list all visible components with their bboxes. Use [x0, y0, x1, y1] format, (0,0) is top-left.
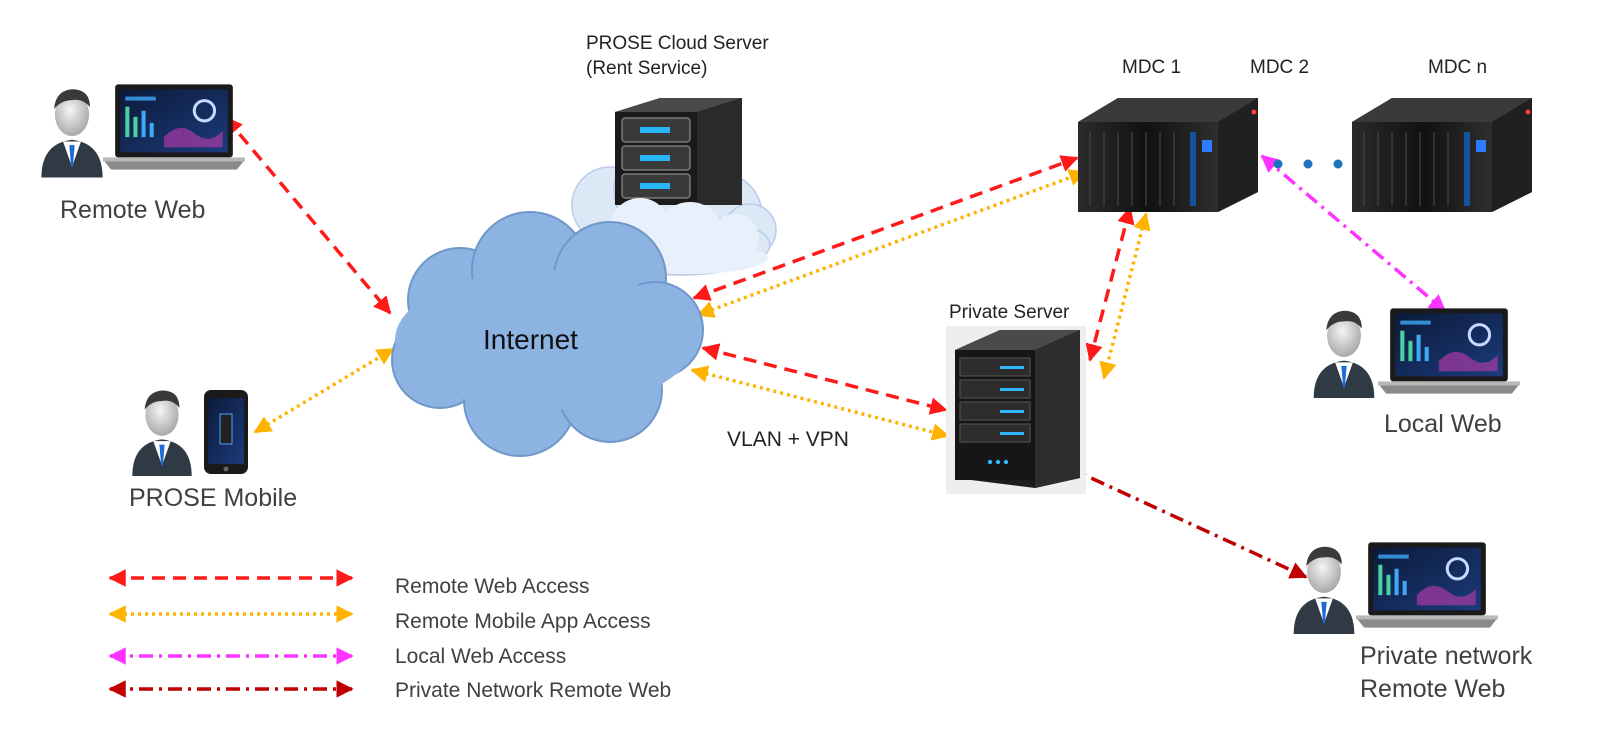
private-server-label: Private Server	[949, 302, 1070, 323]
link-remote-web	[224, 116, 392, 315]
cloud-server-label-line2: (Rent Service)	[586, 58, 708, 79]
mdc1-label: MDC 1	[1122, 57, 1182, 78]
mdc1-icon	[1078, 97, 1258, 212]
legend-label-mobile-app: Remote Mobile App Access	[395, 610, 651, 633]
legend-label-local-web: Local Web Access	[395, 645, 567, 668]
local-web-label: Local Web	[1384, 410, 1502, 438]
remote-web-label: Remote Web	[60, 196, 206, 224]
private-server-icon	[946, 326, 1086, 494]
link-internet-mdc-yellow	[696, 169, 1087, 318]
remote-web-icon	[41, 82, 245, 178]
link-mobile	[253, 347, 395, 434]
ellipsis-dots	[1273, 159, 1343, 169]
link-local-web	[1260, 154, 1447, 313]
link-mdc-private-red	[1085, 206, 1135, 362]
cloud-server-icon	[571, 98, 777, 276]
legend-lines	[108, 569, 354, 698]
private-remote-label-line2: Remote Web	[1360, 675, 1506, 703]
link-internet-private-red	[701, 343, 948, 415]
prose-mobile-label: PROSE Mobile	[129, 484, 298, 512]
link-private-remote	[1063, 464, 1308, 579]
cloud-server-label-line1: PROSE Cloud Server	[586, 33, 769, 54]
prose-mobile-icon	[132, 390, 248, 476]
vlan-vpn-label: VLAN + VPN	[727, 428, 849, 451]
mdcn-label: MDC n	[1428, 57, 1488, 78]
legend-label-remote-web: Remote Web Access	[395, 575, 590, 598]
mdcn-icon	[1352, 97, 1532, 212]
private-remote-label-line1: Private network	[1360, 642, 1533, 670]
internet-label: Internet	[483, 324, 578, 355]
legend-label-private-network: Private Network Remote Web	[395, 679, 672, 702]
link-internet-private-yellow	[690, 365, 950, 441]
link-mdc-private-yellow	[1099, 212, 1151, 380]
local-web-icon	[1313, 306, 1520, 398]
mdc2-label: MDC 2	[1250, 57, 1310, 78]
private-remote-web-icon	[1293, 540, 1498, 634]
internet-cloud-icon	[391, 211, 704, 457]
